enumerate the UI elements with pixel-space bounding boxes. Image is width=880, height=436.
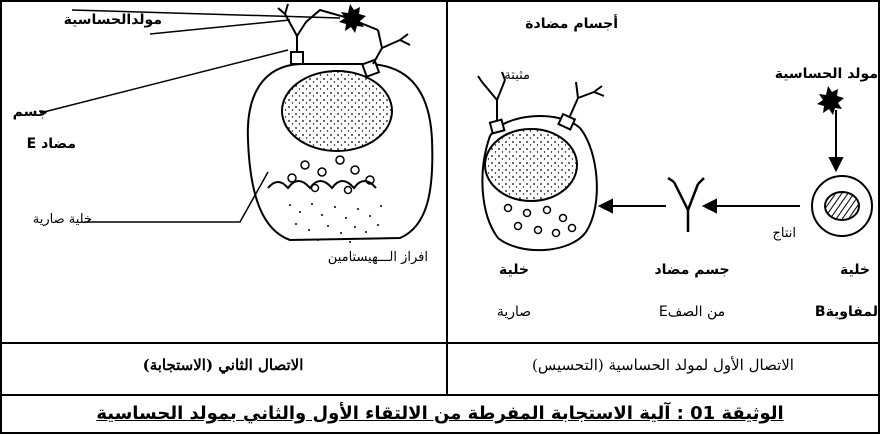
left-bound-antibodies xyxy=(277,3,411,78)
histamine-release xyxy=(289,203,382,243)
left-label-pointers xyxy=(39,9,341,223)
label-mast-right-line2: صارية xyxy=(496,304,532,320)
label-b-cell-line2: لمفاويةB xyxy=(814,304,878,320)
right-allergen xyxy=(817,86,844,115)
left-mast-cell xyxy=(246,63,434,242)
right-mast-nucleus xyxy=(484,128,578,202)
label-antibody-left-line1: جسم xyxy=(12,104,48,120)
label-fixed: مثبتة xyxy=(504,68,530,83)
vertical-divider xyxy=(446,0,448,396)
right-arrows xyxy=(597,110,844,214)
label-antibody-left-line2: مضاد E xyxy=(26,136,76,152)
label-production: انتاج xyxy=(772,226,796,241)
b-cell xyxy=(811,175,873,237)
label-mast-right-line1: خلية xyxy=(498,262,529,278)
label-antibody-right-line2: من الصفE xyxy=(658,304,726,320)
caption-second-contact: الاتصال الثاني (الاستجابة) xyxy=(142,356,304,374)
label-antibodies: أجسام مضادة xyxy=(525,16,618,32)
diagram-drawing xyxy=(39,3,873,252)
left-mast-nucleus xyxy=(281,70,393,152)
free-antibody-e xyxy=(667,176,705,232)
right-mast-cell xyxy=(481,115,598,252)
label-allergen-left: مولدالحساسية xyxy=(63,12,162,28)
label-antibody-right-line1: جسم مضاد xyxy=(654,262,730,278)
label-allergen-right: مولد الحساسية xyxy=(774,66,878,82)
label-b-cell-line1: خلية xyxy=(839,262,870,278)
document-title: الوثيقة 01 : آلية الاستجابة المفرطة من ا… xyxy=(0,394,880,434)
right-bound-antibodies xyxy=(477,71,605,135)
left-allergen xyxy=(339,4,366,33)
label-mast-cell-left: خلية صارية xyxy=(32,212,92,227)
caption-divider xyxy=(0,342,880,344)
caption-first-contact: الاتصال الأول لمولد الحساسية (التحسيس) xyxy=(532,356,794,374)
label-histamine: افراز الـــهيستامين xyxy=(327,250,428,265)
